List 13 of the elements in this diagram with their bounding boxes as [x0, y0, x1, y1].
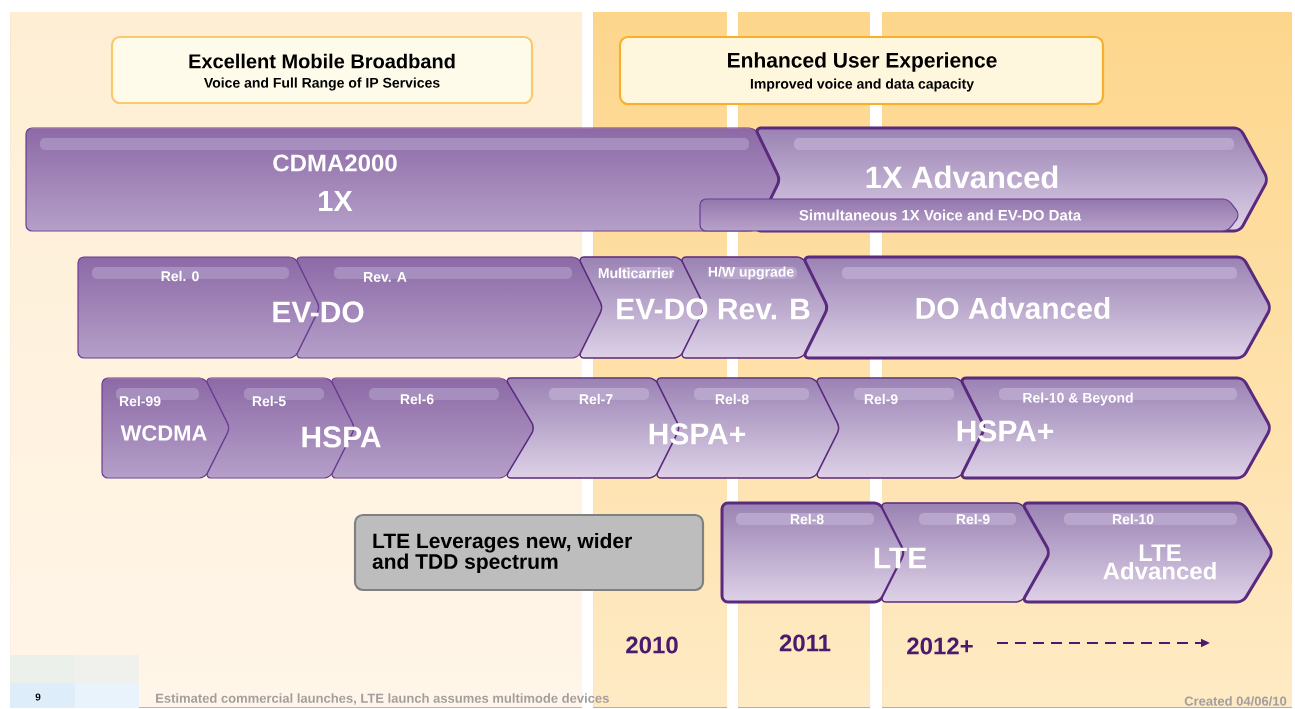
- year-label: 2011: [779, 634, 831, 652]
- technology-label: EV-DO: [273, 301, 364, 323]
- year-label: 2012+: [907, 637, 973, 655]
- chevron-segment: Rel-99 WCDMA: [101, 377, 230, 479]
- year-label: 2010: [626, 636, 678, 654]
- sub-bar: Simultaneous 1X Voice and EV-DO Data: [699, 198, 1239, 232]
- page-number: 9: [35, 693, 41, 701]
- chevron-segment: Rel-10 LTE Advanced: [1022, 501, 1273, 604]
- theme-box: Excellent Mobile Broadband Voice and Full Range of IP Services: [110, 35, 534, 105]
- creation-date: Created 04/06/10: [1184, 696, 1287, 706]
- theme-box: Enhanced User Experience Improved voice and data capacity: [618, 35, 1105, 106]
- footnote: Estimated commercial launches, LTE launch assumes multimode devices: [156, 693, 609, 705]
- note-box: LTE Leverages new, wider and TDD spectrum: [353, 513, 705, 592]
